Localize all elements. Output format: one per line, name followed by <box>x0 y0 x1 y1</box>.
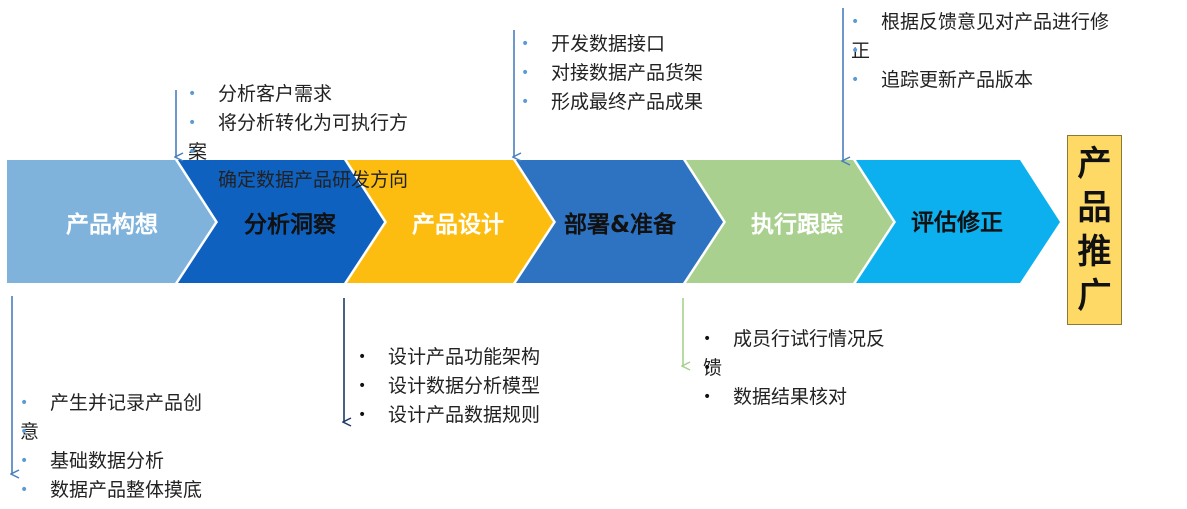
promotion-box: 产 品 推 广 <box>1067 135 1122 325</box>
note-item: 成员行试行情况反 <box>703 325 885 354</box>
note-item: 产生并记录产品创 <box>20 389 202 418</box>
note-item-wrap: 正 <box>851 37 1109 66</box>
note-item: 开发数据接口 <box>521 30 703 59</box>
note-item: 对接数据产品货架 <box>521 59 703 88</box>
promotion-char-3: 推 <box>1077 232 1112 272</box>
promotion-char-4: 广 <box>1077 276 1112 316</box>
notes-design: 设计产品功能架构 设计数据分析模型 设计产品数据规则 <box>358 343 540 430</box>
step-label-6: 评估修正 <box>911 209 1003 236</box>
note-item: 设计数据分析模型 <box>358 372 540 401</box>
notes-evaluate: 根据反馈意见对产品进行修 正 追踪更新产品版本 <box>851 8 1109 95</box>
note-item: 根据反馈意见对产品进行修 <box>851 8 1109 37</box>
note-item: 分析客户需求 <box>188 80 408 109</box>
analysis-direction-text: 确定数据产品研发方向 <box>218 169 409 191</box>
note-item-wrap: 馈 <box>703 354 885 383</box>
note-item: 基础数据分析 <box>20 447 202 476</box>
note-item: 设计产品功能架构 <box>358 343 540 372</box>
notes-concept: 产生并记录产品创 意 基础数据分析 数据产品整体摸底 <box>20 389 202 505</box>
chevron-step-4: 部署&准备 <box>516 160 723 283</box>
note-item-wrap: 意 <box>20 418 202 447</box>
notes-tracking: 成员行试行情况反 馈 数据结果核对 <box>703 325 885 412</box>
note-item: 将分析转化为可执行方 <box>188 109 408 138</box>
step-label-5: 执行跟踪 <box>751 211 843 238</box>
note-item: 设计产品数据规则 <box>358 401 540 430</box>
notes-deploy: 开发数据接口 对接数据产品货架 形成最终产品成果 <box>521 30 703 117</box>
step-label-3: 产品设计 <box>412 211 504 238</box>
chevron-step-2: 分析洞察 <box>178 160 384 283</box>
promotion-char-2: 品 <box>1077 188 1112 228</box>
note-item: 数据产品整体摸底 <box>20 476 202 505</box>
step-label-2: 分析洞察 <box>244 211 337 238</box>
chevron-step-3: 产品设计 <box>347 160 553 283</box>
promotion-char-1: 产 <box>1077 144 1112 184</box>
step-label-4: 部署&准备 <box>564 211 677 238</box>
note-item: 追踪更新产品版本 <box>851 66 1109 95</box>
note-item: 形成最终产品成果 <box>521 88 703 117</box>
step-label-1: 产品构想 <box>66 211 158 238</box>
note-item-wrap: 案 <box>188 138 408 167</box>
chevron-step-5: 执行跟踪 <box>686 160 893 283</box>
note-item: 数据结果核对 <box>703 383 885 412</box>
notes-analysis: 分析客户需求 将分析转化为可执行方 案 <box>188 80 408 167</box>
chevron-step-6: 评估修正 <box>856 160 1060 283</box>
chevron-step-1: 产品构想 <box>7 160 215 283</box>
